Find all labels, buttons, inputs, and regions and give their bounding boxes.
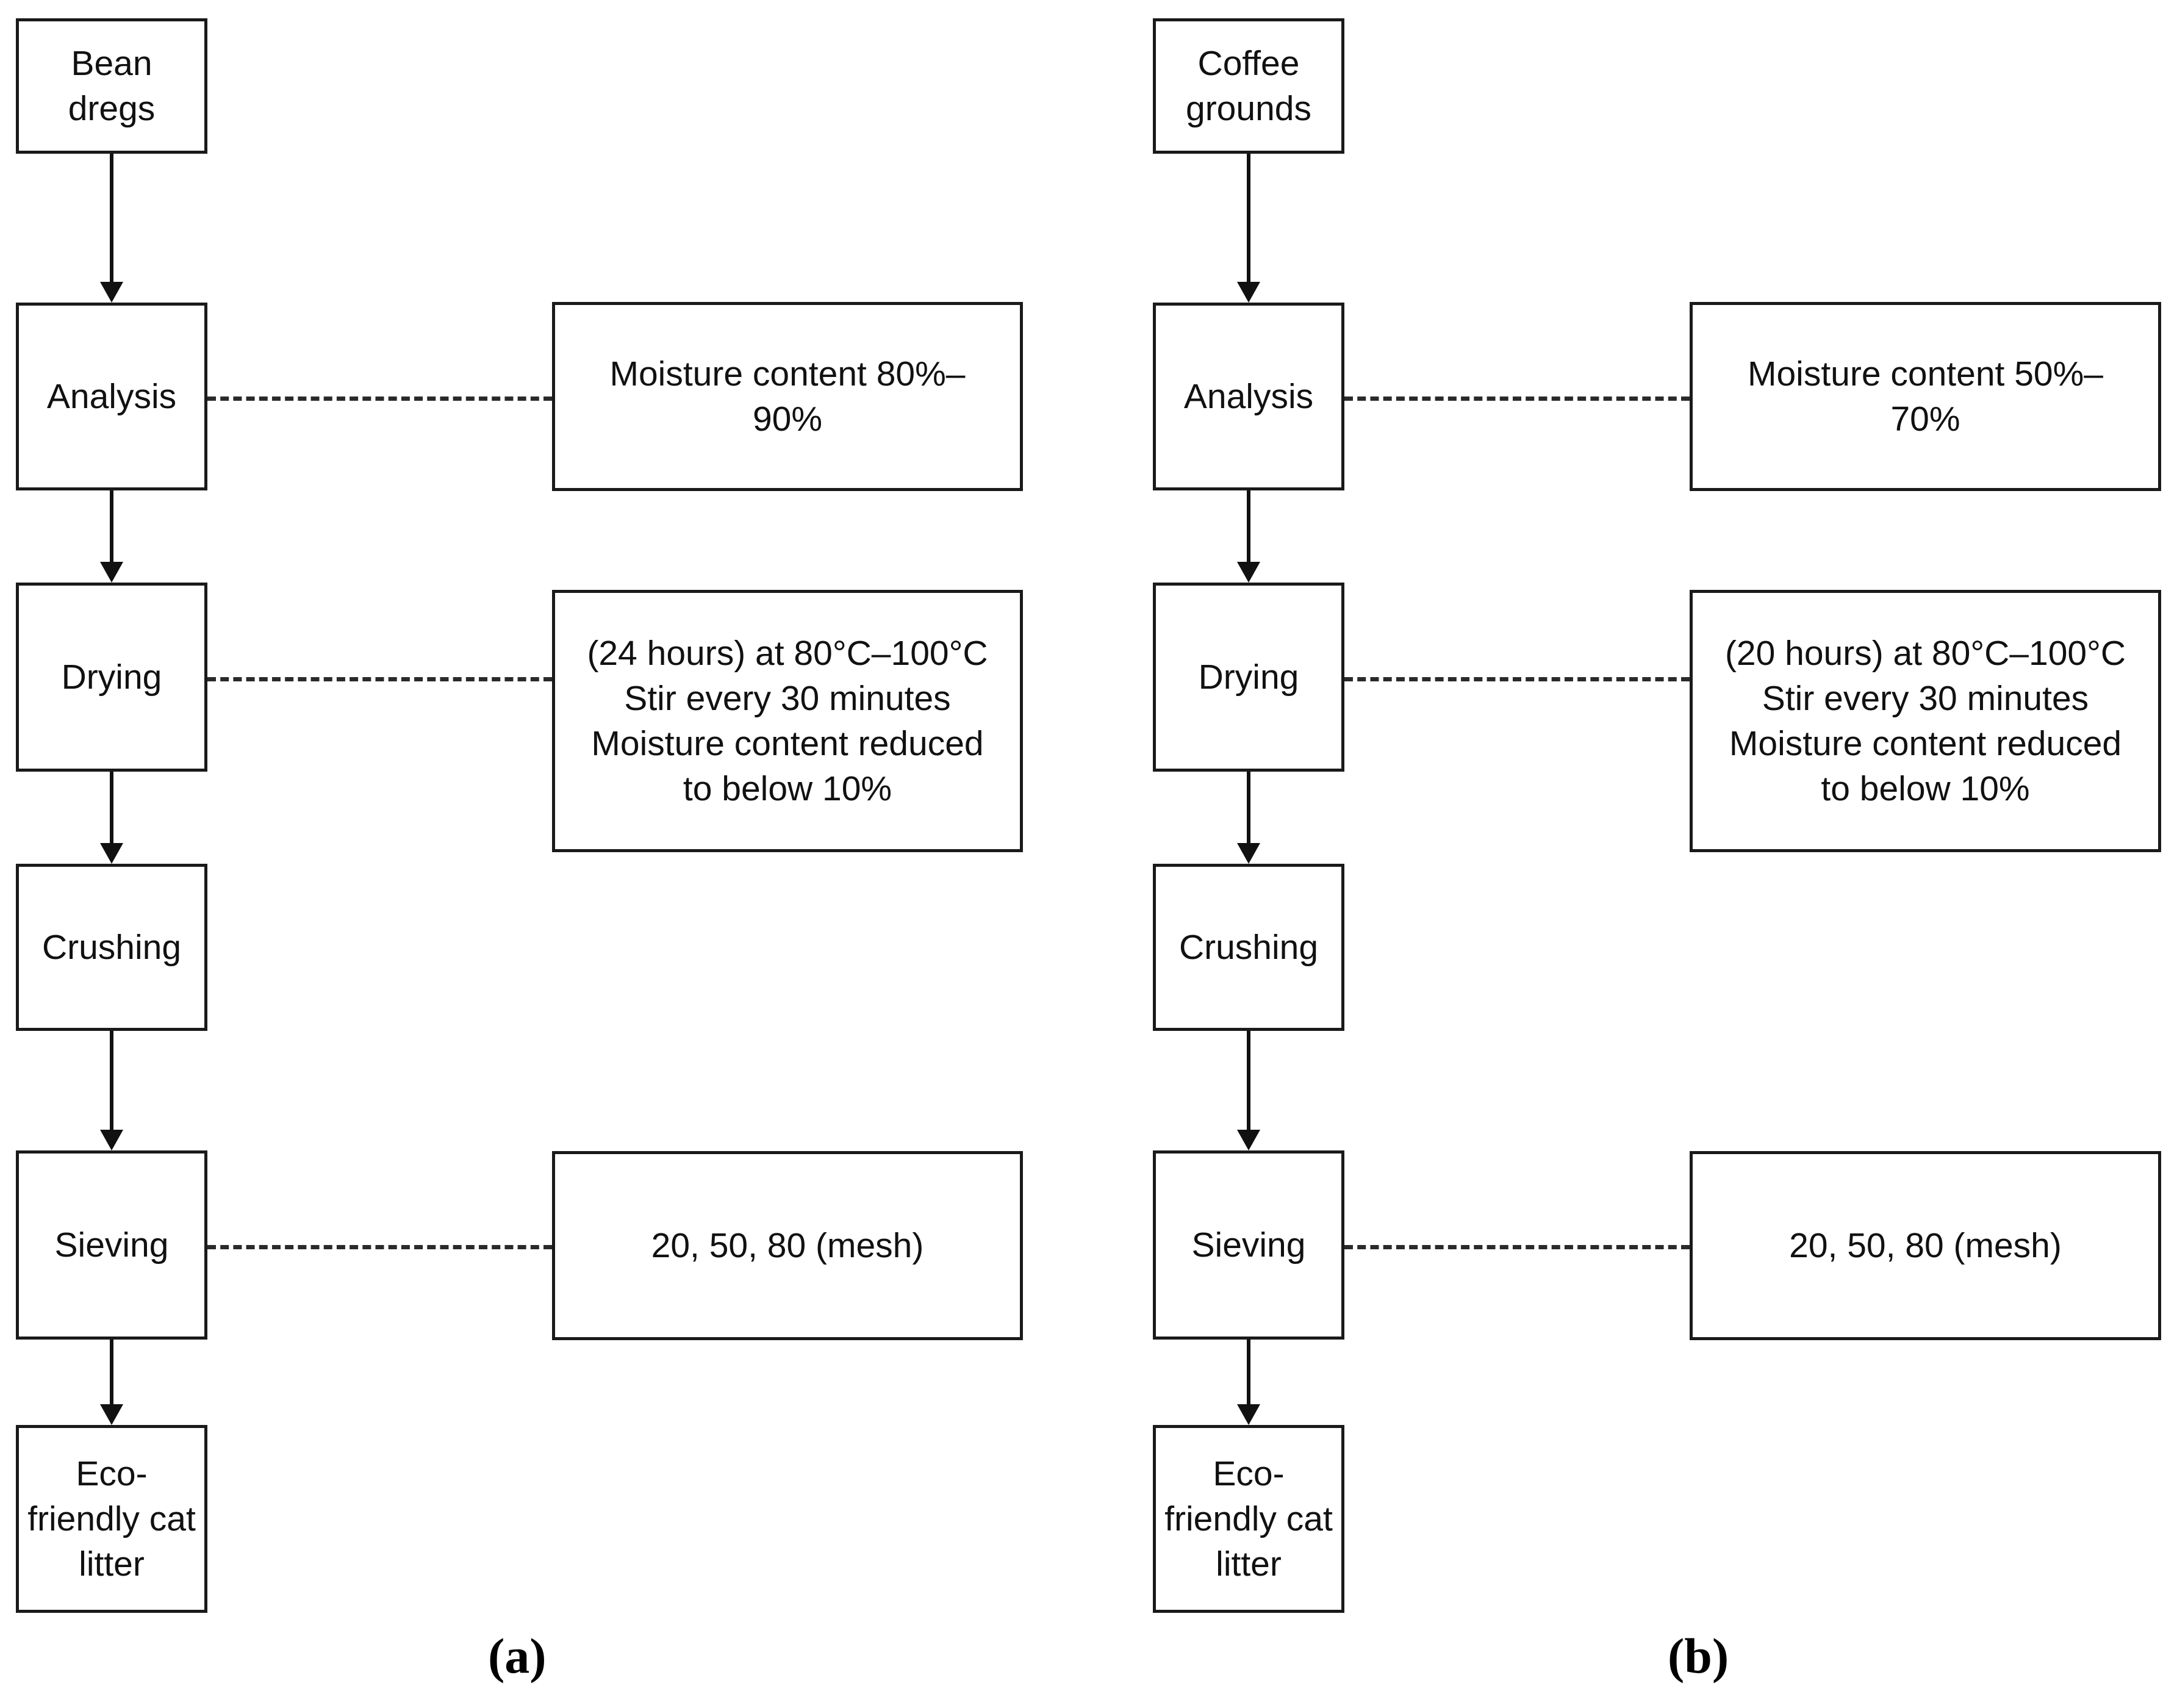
node-analysis-a: Analysis <box>16 303 207 490</box>
node-label: Analysis <box>46 376 177 416</box>
dashed-link-drying-b <box>1344 677 1690 681</box>
node-label: Coffee grounds <box>1186 43 1311 128</box>
note-analysis-a: Moisture content 80%– 90% <box>552 302 1023 491</box>
node-label: Sieving <box>1191 1225 1306 1265</box>
note-text: 20, 50, 80 (mesh) <box>1789 1225 2062 1265</box>
note-analysis-b: Moisture content 50%– 70% <box>1690 302 2161 491</box>
node-label: Bean dregs <box>68 43 156 128</box>
node-label: Eco-friendly cat litter <box>1164 1454 1333 1584</box>
node-label: Drying <box>61 657 162 697</box>
node-sieving-a: Sieving <box>16 1150 207 1340</box>
node-product-a: Eco-friendly cat litter <box>16 1425 207 1613</box>
panel-b: Coffee grounds Analysis Moisture content… <box>1137 0 2177 1708</box>
node-product-b: Eco-friendly cat litter <box>1153 1425 1344 1613</box>
note-text: Moisture content 50%– 70% <box>1748 354 2103 439</box>
node-label: Crushing <box>1178 927 1319 967</box>
node-source-b: Coffee grounds <box>1153 18 1344 154</box>
dashed-link-analysis-b <box>1344 396 1690 401</box>
node-label: Eco-friendly cat litter <box>27 1454 196 1584</box>
node-label: Analysis <box>1183 376 1314 416</box>
note-text: (24 hours) at 80°C–100°C Stir every 30 m… <box>587 633 988 809</box>
note-text: Moisture content 80%– 90% <box>609 354 966 439</box>
panel-caption-a: (a) <box>488 1628 547 1684</box>
panel-a: Bean dregs Analysis Moisture content 80%… <box>16 18 1023 1684</box>
note-text: (20 hours) at 80°C–100°C Stir every 30 m… <box>1724 633 2126 809</box>
node-crushing-b: Crushing <box>1153 864 1344 1031</box>
node-label: Sieving <box>54 1225 169 1265</box>
dashed-link-sieving-b <box>1344 1245 1690 1249</box>
note-text: 20, 50, 80 (mesh) <box>651 1225 924 1265</box>
node-label: Crushing <box>41 927 182 967</box>
node-analysis-b: Analysis <box>1153 303 1344 490</box>
node-sieving-b: Sieving <box>1153 1150 1344 1340</box>
node-source-a: Bean dregs <box>16 18 207 154</box>
note-drying-b: (20 hours) at 80°C–100°C Stir every 30 m… <box>1690 590 2161 852</box>
note-drying-a: (24 hours) at 80°C–100°C Stir every 30 m… <box>552 590 1023 852</box>
node-drying-a: Drying <box>16 583 207 772</box>
panel-caption-b: (b) <box>1668 1628 1729 1684</box>
node-crushing-a: Crushing <box>16 864 207 1031</box>
note-sieving-b: 20, 50, 80 (mesh) <box>1690 1151 2161 1340</box>
dashed-link-drying-a <box>207 677 552 681</box>
node-drying-b: Drying <box>1153 583 1344 772</box>
note-sieving-a: 20, 50, 80 (mesh) <box>552 1151 1023 1340</box>
dashed-link-sieving-a <box>207 1245 552 1249</box>
dashed-link-analysis-a <box>207 396 552 401</box>
node-label: Drying <box>1198 657 1299 697</box>
